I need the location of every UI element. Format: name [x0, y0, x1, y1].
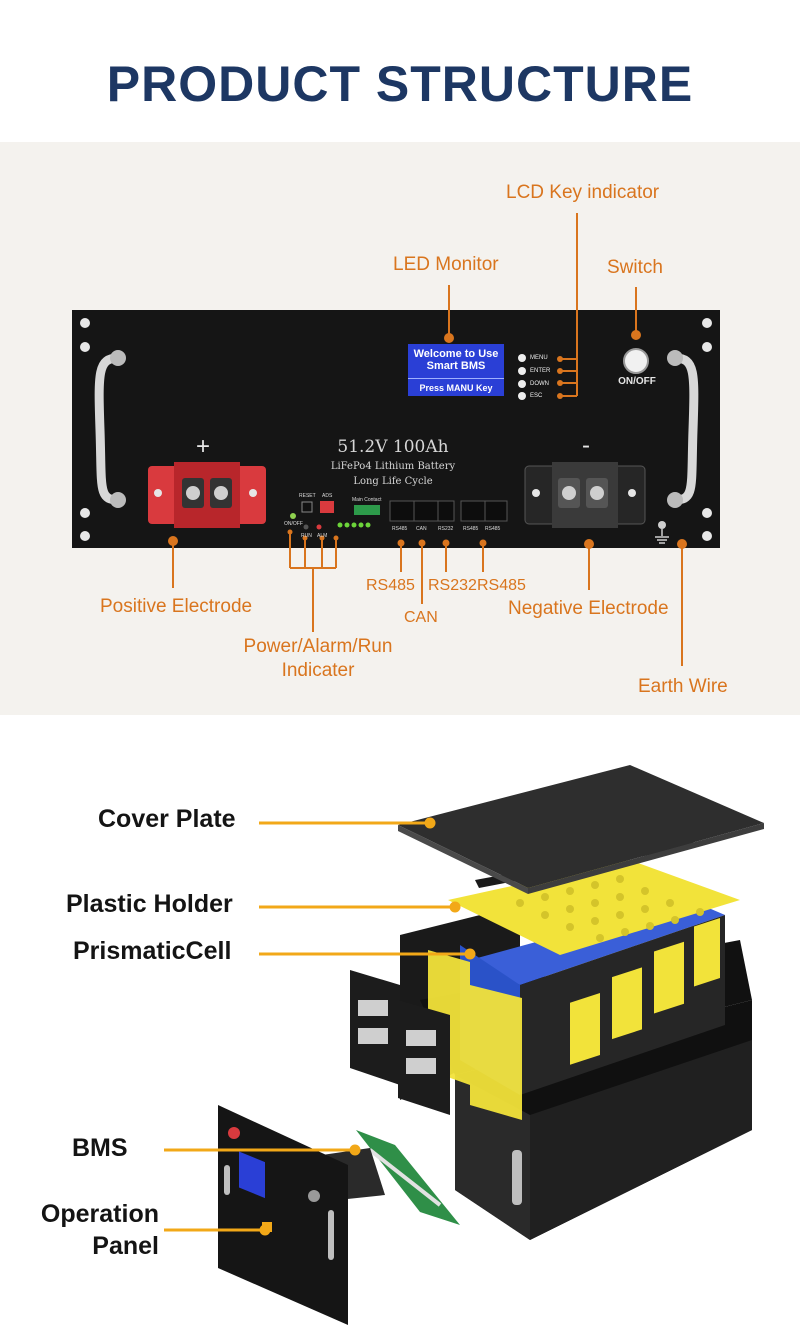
callout-operation: Operation: [40, 1200, 159, 1228]
port-label-3: RS232: [438, 526, 454, 532]
callout-indicater: Indicater: [281, 660, 355, 681]
port-label-1: RS485: [392, 526, 408, 532]
bottom-callout-lines: [164, 817, 476, 1236]
callout-can: CAN: [404, 609, 438, 626]
callout-cover-plate: Cover Plate: [98, 805, 236, 833]
ads-label: ADS: [322, 493, 333, 499]
alm-label: ALM: [317, 533, 328, 539]
callout-negative-electrode: Negative Electrode: [508, 598, 669, 619]
callout-rs485-a: RS485: [366, 577, 415, 594]
port-label-2: CAN: [416, 526, 427, 532]
plastic-holder-shape: [448, 860, 740, 955]
port-label-4: RS485: [463, 526, 479, 532]
callout-earth-wire: Earth Wire: [638, 676, 728, 697]
lcd-screen: Welcome to Use Smart BMS Press MANU Key: [408, 344, 504, 396]
callout-power-alarm-run: Power/Alarm/Run: [243, 636, 393, 657]
reset-label: RESET: [299, 493, 316, 499]
callout-rs232: RS232: [428, 577, 477, 594]
run-label: RUN: [301, 533, 312, 539]
battery-front-panel: [72, 310, 720, 548]
callout-lcd-key-indicator: LCD Key indicator: [506, 182, 660, 203]
left-handle: [94, 353, 123, 505]
power-switch: [623, 348, 649, 374]
positive-terminal: [148, 462, 266, 528]
main-contact-label: Main Contact: [352, 497, 382, 503]
lcd-line-1: Welcome to Use: [413, 348, 499, 360]
key-label-esc: ESC: [530, 393, 543, 399]
callout-switch: Switch: [607, 257, 663, 278]
right-handle: [670, 353, 699, 505]
model-rating: 51.2V 100Ah: [337, 437, 449, 457]
cover-plate-shape: [398, 765, 764, 888]
positive-sign: +: [196, 433, 211, 460]
lcd-line-2: Smart BMS: [426, 360, 486, 372]
model-chemistry: LiFePo4 Lithium Battery: [330, 461, 456, 472]
key-label-menu: MENU: [530, 355, 548, 361]
callout-panel: Panel: [92, 1232, 159, 1260]
top-callout-lines: [168, 213, 687, 666]
lcd-line-3: Press MANU Key: [408, 378, 504, 394]
callout-led-monitor: LED Monitor: [393, 254, 499, 275]
callout-rs485-b: RS485: [477, 577, 526, 594]
callout-positive-electrode: Positive Electrode: [100, 596, 253, 617]
callout-plastic-holder: Plastic Holder: [66, 890, 233, 918]
page-title: PRODUCT STRUCTURE: [106, 56, 694, 112]
callout-prismatic-cell: PrismaticCell: [73, 937, 232, 965]
port-label-5: RS485: [485, 526, 501, 532]
callout-bms: BMS: [72, 1134, 128, 1162]
negative-terminal: [524, 462, 646, 528]
key-label-down: DOWN: [530, 381, 549, 387]
negative-sign: -: [582, 432, 590, 459]
model-cycle: Long Life Cycle: [353, 476, 433, 487]
on-off-label: ON/OFF: [284, 521, 303, 527]
switch-label: ON/OFF: [618, 376, 656, 387]
exploded-battery: [218, 765, 764, 1325]
key-label-enter: ENTER: [530, 368, 551, 374]
